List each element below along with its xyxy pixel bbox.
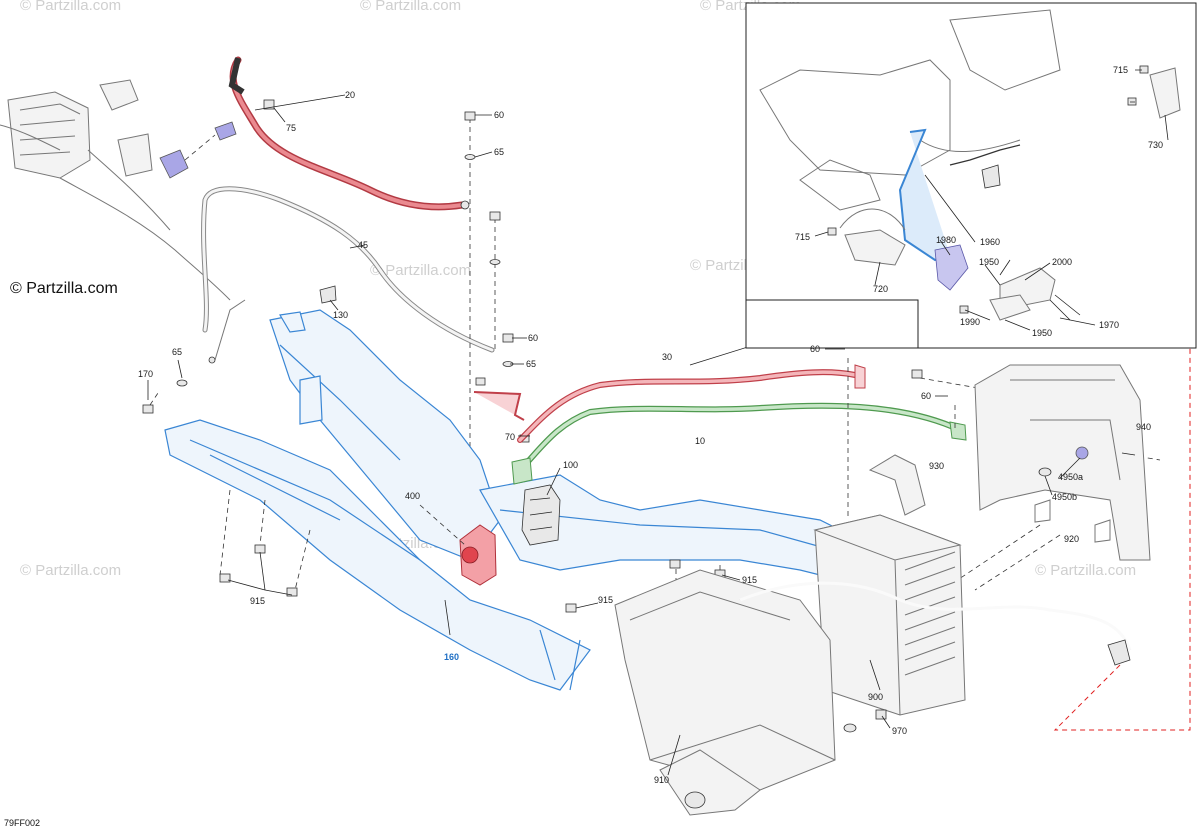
callout-20: 20 [345, 90, 355, 100]
callout-60: 60 [810, 344, 820, 354]
callout-160: 160 [444, 652, 459, 662]
callout-170: 170 [138, 369, 153, 379]
watermark: © Partzilla.com [20, 562, 121, 579]
callout-970: 970 [892, 726, 907, 736]
callout-715: 715 [1113, 65, 1128, 75]
callout-920: 920 [1064, 534, 1079, 544]
clip-130 [319, 285, 337, 304]
callout-1990: 1990 [960, 317, 980, 327]
detail-inset [745, 2, 1197, 349]
battery-box-910 [614, 569, 836, 816]
callout-65: 65 [526, 359, 536, 369]
nut-970 [843, 709, 887, 733]
callout-60: 60 [494, 110, 504, 120]
callout-930: 930 [929, 461, 944, 471]
callout-1970: 1970 [1099, 320, 1119, 330]
callout-1960: 1960 [980, 237, 1000, 247]
detail-inset-frame [745, 2, 1197, 349]
callout-10: 10 [695, 436, 705, 446]
callout-915: 915 [250, 596, 265, 606]
callout-1950: 1950 [979, 257, 999, 267]
callout-labels: 20 75 60 65 45 130 170 65 60 65 30 60 70… [138, 65, 1163, 785]
callout-715: 715 [795, 232, 810, 242]
watermark: © Partzilla.com [1035, 562, 1136, 579]
callout-915: 915 [598, 595, 613, 605]
figure-code: 79FF002 [4, 818, 40, 828]
callout-1980: 1980 [936, 235, 956, 245]
watermark: © Partzilla.com [360, 0, 461, 14]
callout-130: 130 [333, 310, 348, 320]
ground-cable-45 [201, 186, 495, 364]
bolt-170 [142, 379, 188, 414]
callout-75: 75 [286, 123, 296, 133]
callout-915: 915 [742, 575, 757, 585]
callout-2000: 2000 [1052, 257, 1072, 267]
strap-930 [868, 454, 926, 516]
callout-45: 45 [358, 240, 368, 250]
positive-cable-20 [228, 56, 470, 211]
callout-900: 900 [868, 692, 883, 702]
callout-100: 100 [563, 460, 578, 470]
callout-70: 70 [505, 432, 515, 442]
callout-4950a: 4950a [1058, 472, 1083, 482]
battery-900 [813, 514, 966, 716]
callout-1950: 1950 [1032, 328, 1052, 338]
fuse-box-harness [0, 79, 231, 301]
callout-65: 65 [494, 147, 504, 157]
module-100 [521, 484, 561, 546]
callout-60: 60 [921, 391, 931, 401]
callout-910: 910 [654, 775, 669, 785]
watermark: © Partzilla.com [20, 0, 121, 14]
main-harness [739, 581, 1132, 666]
relay-400 [419, 504, 497, 586]
callout-730: 730 [1148, 140, 1163, 150]
callout-720: 720 [873, 284, 888, 294]
callout-4950b: 4950b [1052, 492, 1077, 502]
watermark: © Partzilla.com [370, 262, 471, 279]
callout-940: 940 [1136, 422, 1151, 432]
callout-65: 65 [172, 347, 182, 357]
callout-400: 400 [405, 491, 420, 501]
cable-end-boot [159, 99, 275, 179]
copyright-text: © Partzilla.com [10, 280, 118, 297]
callout-30: 30 [662, 352, 672, 362]
callout-60: 60 [528, 333, 538, 343]
ground-cable-10 [511, 402, 967, 485]
battery-support-frame-160 [164, 309, 881, 691]
cover-920 [974, 364, 1151, 561]
leader-lines [147, 69, 1169, 776]
